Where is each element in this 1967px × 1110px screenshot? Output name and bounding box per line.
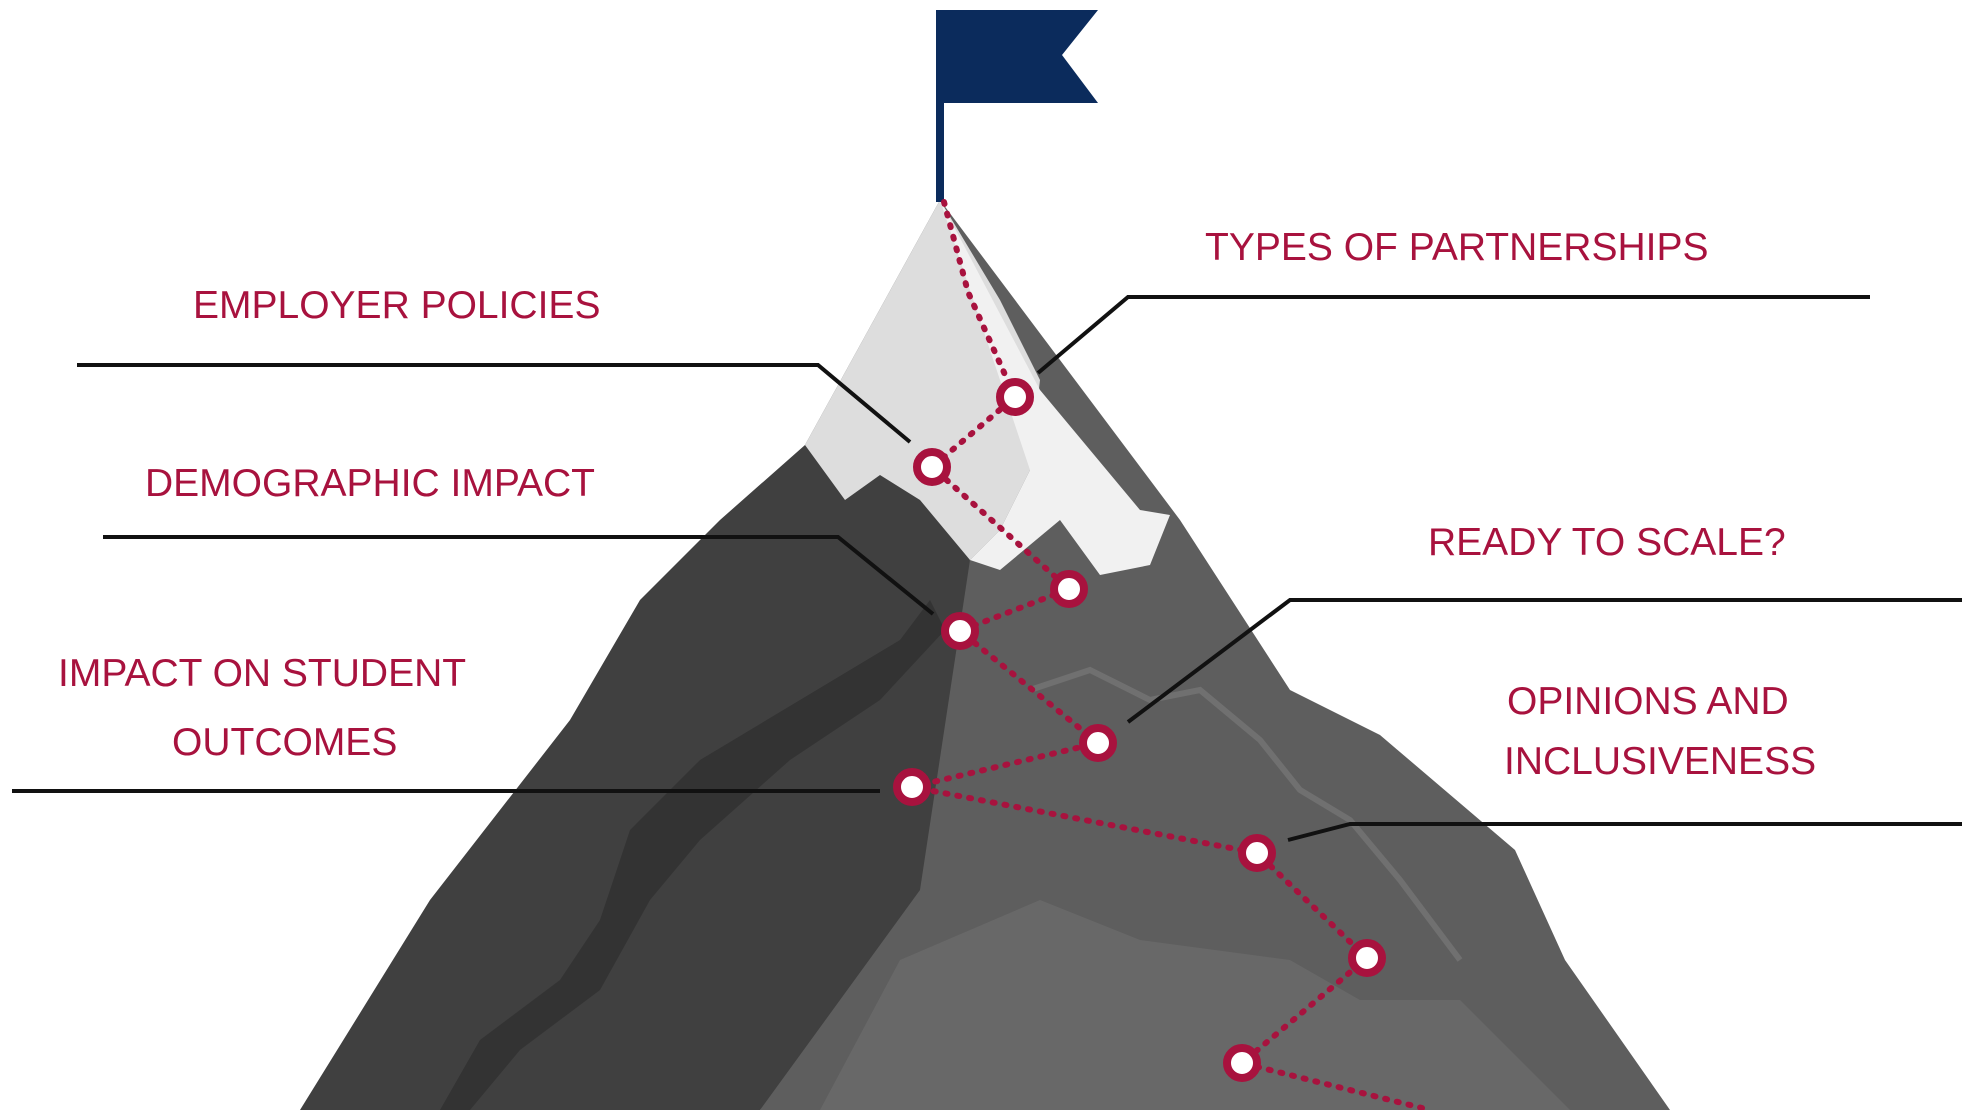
waypoint-marker	[1079, 724, 1117, 762]
waypoint-marker	[913, 448, 951, 486]
label-impact-on-student-outcomes-line2: OUTCOMES	[172, 721, 397, 764]
label-impact-on-student-outcomes-line1: IMPACT ON STUDENT	[58, 652, 466, 695]
leader-ready-to-scale	[1126, 598, 1962, 724]
mountain-left-face	[300, 200, 970, 1110]
label-opinions-and-inclusiveness-line2: INCLUSIVENESS	[1504, 740, 1816, 783]
flag-banner	[936, 10, 1098, 103]
leader-types-of-partnerships	[1036, 295, 1870, 375]
leader-opinions-and-inclusiveness	[1287, 822, 1962, 842]
waypoint-marker	[996, 378, 1034, 416]
label-employer-policies: EMPLOYER POLICIES	[193, 284, 600, 327]
climb-trail	[911, 199, 1433, 1110]
leader-lines	[12, 295, 1962, 842]
waypoints	[893, 378, 1386, 1082]
leader-demographic-impact	[103, 535, 935, 616]
label-demographic-impact: DEMOGRAPHIC IMPACT	[145, 462, 595, 505]
label-types-of-partnerships: TYPES OF PARTNERSHIPS	[1205, 226, 1709, 269]
waypoint-marker	[1238, 834, 1276, 872]
labels: TYPES OF PARTNERSHIPS EMPLOYER POLICIES …	[58, 226, 1816, 783]
waypoint-marker	[1050, 570, 1088, 608]
label-ready-to-scale: READY TO SCALE?	[1428, 521, 1786, 564]
waypoint-marker	[893, 768, 931, 806]
mountain	[300, 200, 1670, 1110]
mountain-lower-right-shade	[820, 900, 1570, 1110]
label-opinions-and-inclusiveness-line1: OPINIONS AND	[1507, 680, 1789, 723]
waypoint-marker	[1223, 1044, 1261, 1082]
snow-cap-right	[940, 200, 1170, 575]
mountain-crevice	[440, 600, 945, 1110]
waypoint-marker	[941, 612, 979, 650]
waypoint-marker	[1348, 939, 1386, 977]
flag-icon	[936, 10, 1098, 202]
leader-employer-policies	[77, 363, 912, 444]
mountain-ridge-line	[1029, 666, 1463, 962]
flag-pole	[936, 10, 944, 202]
